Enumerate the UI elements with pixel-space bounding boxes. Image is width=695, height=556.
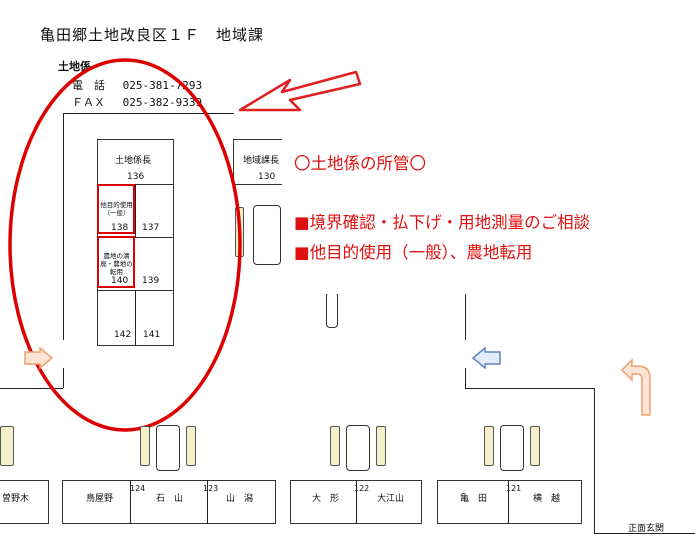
fax-number: 025-382-9339	[122, 96, 203, 109]
desk-137-number: 137	[142, 223, 160, 233]
chief-desk	[97, 139, 174, 185]
counter-divider	[508, 480, 509, 524]
wall-top	[63, 113, 234, 114]
left-door-arrow	[24, 346, 54, 370]
counter-divider	[130, 480, 131, 524]
counter-name-yamagata: 山 潟	[226, 494, 254, 504]
desk-140-label: 農地の潰廃・農地の転用	[100, 252, 133, 276]
highlight-138	[97, 184, 135, 234]
fax-label: ＦＡＸ	[72, 96, 105, 109]
desk-141-number: 141	[143, 330, 161, 340]
seat-124: 124	[130, 484, 146, 493]
desk-139-140	[97, 237, 174, 291]
chair	[0, 426, 14, 466]
desk-139-number: 139	[142, 276, 160, 286]
counter-name-kameda: 亀 田	[460, 494, 488, 504]
counter-name-ogata: 大 形	[312, 494, 340, 504]
highlight-140	[97, 236, 135, 288]
chair	[530, 426, 540, 466]
note-panel: 〇土地係の所管〇 ■境界確認・払下げ・用地測量のご相談 ■他目的使用（一般）、農…	[282, 118, 590, 294]
pointer-arrow	[238, 70, 362, 112]
desk-138-label: 他目的使用（一般）	[100, 201, 133, 217]
desk-142-number: 142	[114, 330, 132, 340]
desk-138-number: 138	[111, 223, 129, 233]
wall-entrance	[594, 533, 695, 534]
seat-121: 121	[506, 484, 522, 493]
counter-name-sonoki: 曽野木	[2, 494, 30, 504]
note-item-1: ■境界確認・払下げ・用地測量のご相談	[294, 213, 591, 232]
chair	[186, 426, 196, 466]
area-chief-number: 130	[258, 172, 276, 182]
chair	[484, 426, 494, 466]
chair	[140, 426, 150, 466]
wall-bottom-right	[465, 388, 595, 389]
desk-divider-lower	[135, 290, 136, 346]
wall-left	[63, 113, 64, 340]
counter-name-toyano: 鳥屋野	[86, 494, 114, 504]
meeting-table	[156, 425, 180, 471]
chair	[376, 426, 386, 466]
meeting-table	[500, 425, 524, 471]
counter-desk-3	[437, 480, 582, 524]
counter-name-yokogoshi: 横 越	[533, 494, 561, 504]
counter-name-oeyama: 大江山	[377, 494, 405, 504]
wall-outer-right	[594, 388, 595, 533]
entrance-arrow	[620, 358, 651, 416]
phone-label: 電 話	[72, 79, 105, 92]
note-item-2: ■他目的使用（一般）、農地転用	[294, 243, 533, 262]
wall-left-lower	[63, 368, 64, 388]
chair	[330, 426, 340, 466]
chief-number: 136	[127, 172, 145, 182]
wall-right-lower	[465, 368, 466, 388]
right-door-arrow	[471, 346, 501, 370]
main-entrance-label: 正面玄関	[628, 524, 665, 534]
area-chief-label: 地域課長	[243, 156, 280, 166]
highlight-ellipse	[8, 58, 242, 432]
note-heading: 〇土地係の所管〇	[294, 154, 426, 173]
counter-divider	[207, 480, 208, 524]
fax-row: ＦＡＸ 025-382-9339	[72, 94, 202, 110]
wall-bottom-left	[0, 388, 63, 389]
chief-label: 土地係長	[115, 156, 152, 166]
counter-desk-0	[0, 480, 49, 524]
counter-name-ishiyama: 石 山	[156, 494, 184, 504]
counter-divider	[356, 480, 357, 524]
desk-140-number: 140	[111, 276, 129, 286]
section-name: 土地係	[58, 60, 91, 73]
meeting-table	[346, 425, 370, 471]
page-title: 亀田郷土地改良区１Ｆ 地域課	[40, 26, 265, 44]
seat-122: 122	[354, 484, 370, 493]
seat-123: 123	[203, 484, 219, 493]
counter-desk-1	[62, 480, 276, 524]
meeting-table	[253, 205, 281, 265]
